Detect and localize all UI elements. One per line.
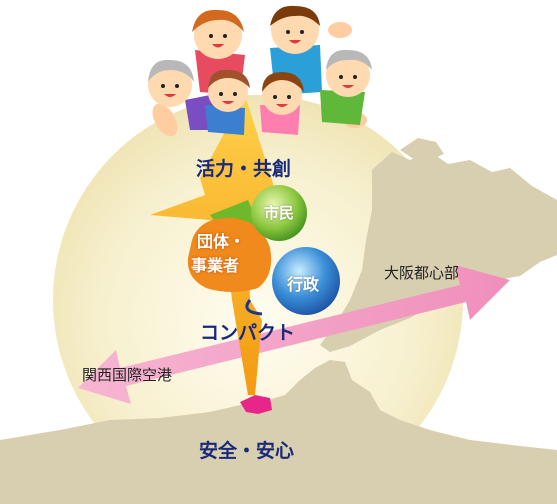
government-label: 行政 (287, 275, 320, 294)
vitality-co-creation-label: 活力・共創 (196, 158, 292, 180)
organizations-label-line1: 団体・ (197, 232, 246, 251)
land-mass-south (0, 360, 557, 504)
pink-connection-arrow (78, 265, 510, 404)
location-marker-icon (240, 395, 272, 414)
organizations-shape (187, 217, 272, 292)
citizens-ball (251, 185, 307, 241)
orange-growth-arrow (150, 95, 275, 395)
government-ball (272, 247, 340, 315)
land-mass-north-small (400, 138, 444, 160)
safety-security-label: 安全・安心 (199, 440, 295, 462)
family-illustration (148, 5, 372, 137)
kansai-airport-label: 関西国際空港 (82, 366, 173, 384)
organizations-label-line2: 事業者 (191, 256, 240, 275)
osaka-city-center-label: 大阪都心部 (384, 264, 460, 282)
citizens-label: 市民 (264, 204, 295, 222)
connector-swoosh (245, 299, 263, 316)
compact-label: コンパクト (200, 322, 296, 344)
land-mass-east (320, 150, 557, 352)
